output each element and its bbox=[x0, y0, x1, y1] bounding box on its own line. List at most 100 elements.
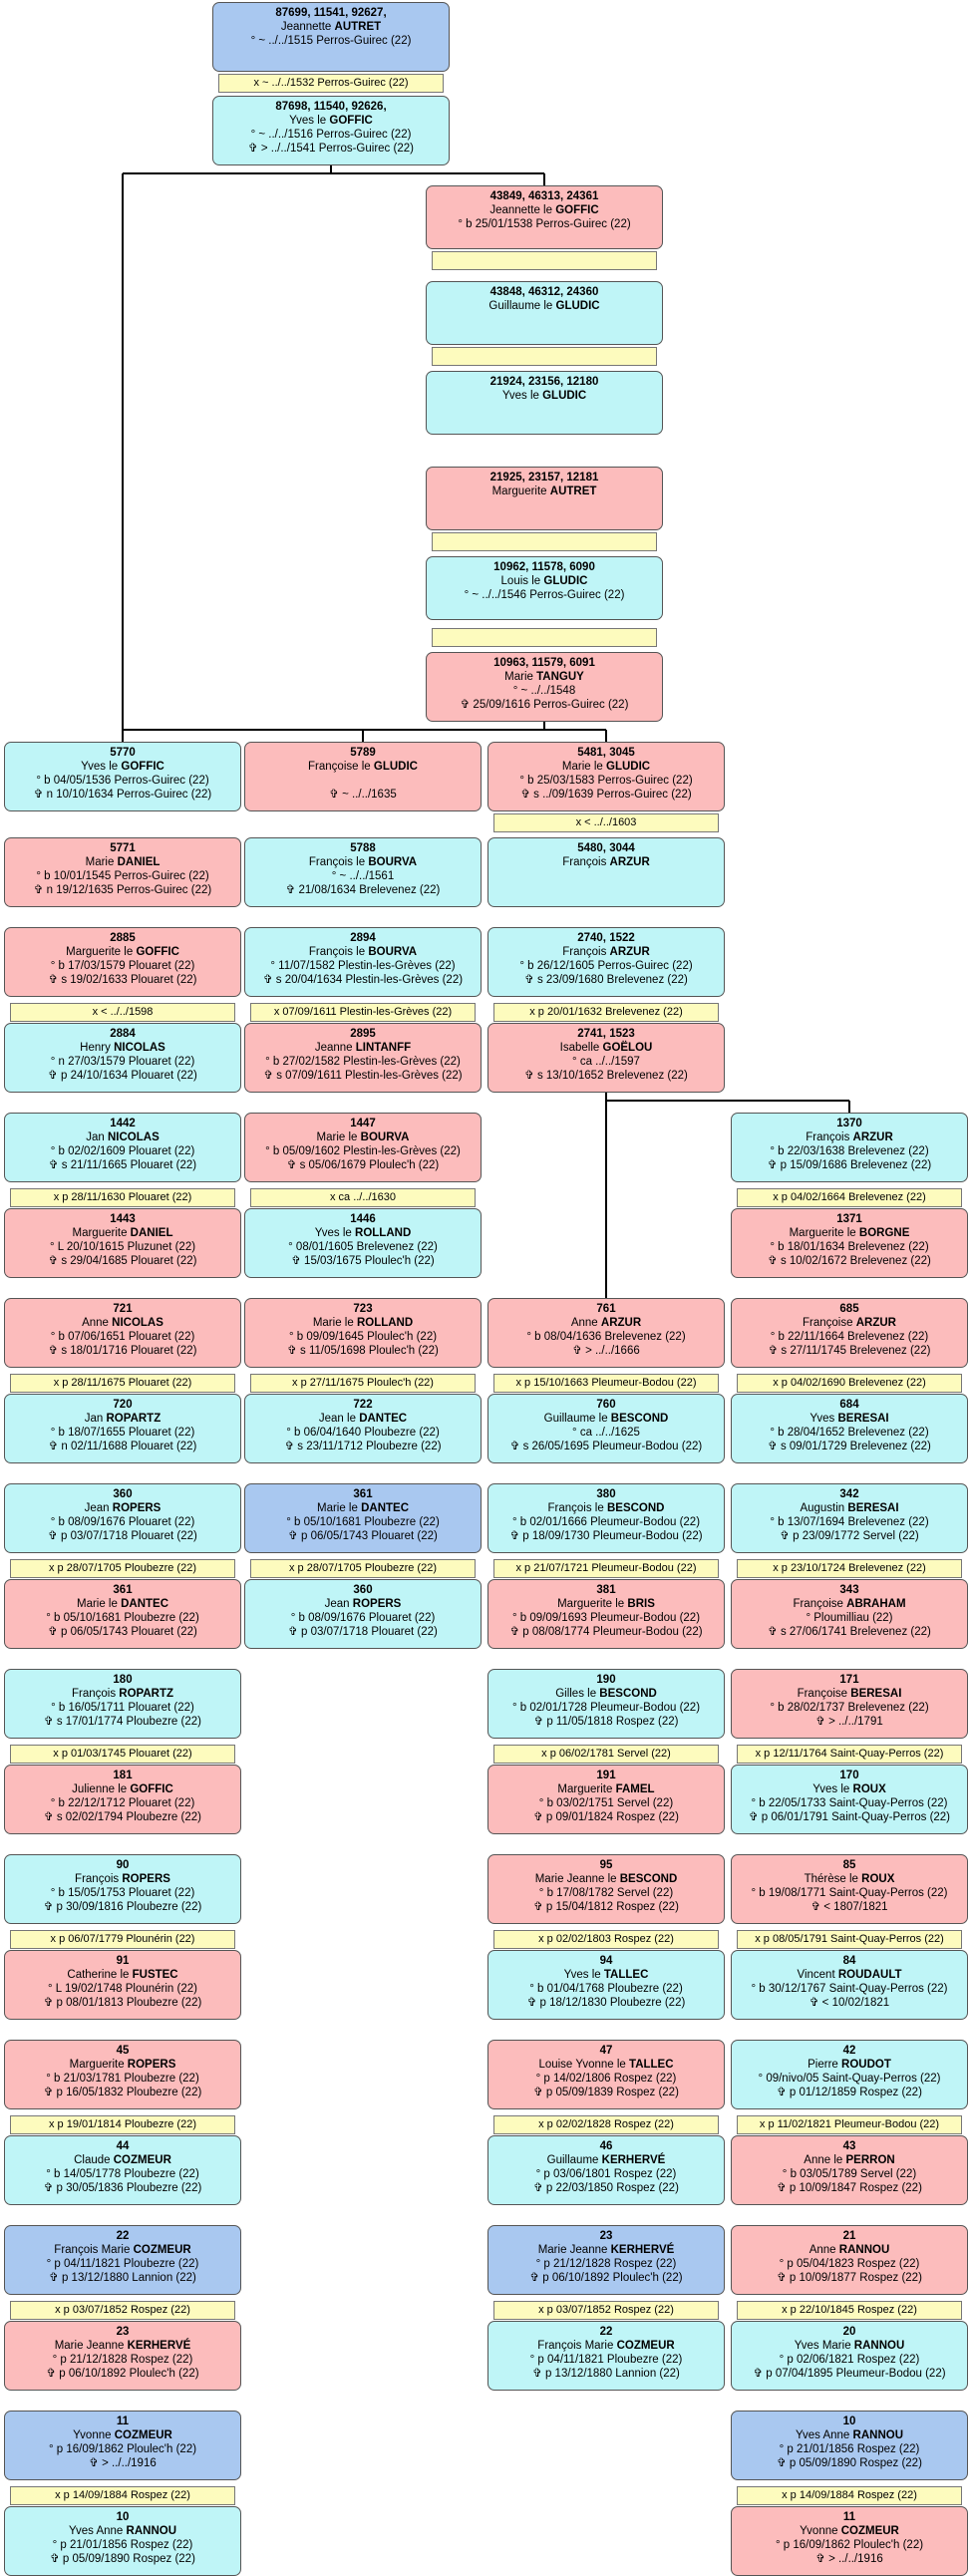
person-ids: 90 bbox=[116, 1859, 130, 1871]
life-event: ° b 01/04/1768 Ploubezre (22) bbox=[529, 1983, 683, 1995]
person-ids: 180 bbox=[113, 1674, 133, 1686]
person-ids: 45 bbox=[116, 2045, 130, 2057]
life-event: ° p 02/06/1821 Rospez (22) bbox=[779, 2354, 920, 2366]
life-event: ✞ p 15/09/1686 Brelevenez (22) bbox=[767, 1159, 932, 1171]
life-event: ✞ p 07/04/1895 Pleumeur-Bodou (22) bbox=[753, 2368, 946, 2380]
life-event: ✞ p 30/09/1816 Ploubezre (22) bbox=[43, 1901, 202, 1913]
person-name: Louise Yvonne le TALLEC bbox=[492, 2058, 720, 2072]
person-box[interactable]: 87698, 11540, 92626,Yves le GOFFIC° ~ ..… bbox=[212, 96, 450, 165]
surname: GOËLOU bbox=[602, 1042, 653, 1054]
person-ids: 95 bbox=[599, 1859, 613, 1871]
given-name: Jean bbox=[84, 1502, 110, 1514]
life-event: ° L 19/02/1748 Plounérin (22) bbox=[48, 1983, 197, 1995]
person-ids: 21 bbox=[842, 2230, 856, 2242]
surname: RANNOU bbox=[853, 2340, 905, 2352]
life-event: ✞ s 07/09/1611 Plestin-les-Grèves (22) bbox=[263, 1070, 463, 1082]
person-ids: 342 bbox=[839, 1488, 859, 1500]
life-event: ° b 09/09/1645 Ploulec'h (22) bbox=[288, 1331, 438, 1343]
person-name: Marie le DANTEC bbox=[9, 1597, 236, 1611]
life-event: ° b 18/07/1655 Plouaret (22) bbox=[50, 1427, 195, 1439]
surname: BRIS bbox=[627, 1598, 655, 1610]
person-name: Marie DANIEL bbox=[9, 855, 236, 869]
surname: GOFFIC bbox=[130, 1783, 173, 1795]
person-box[interactable]: 87699, 11541, 92627,Jeannette AUTRET° ~ … bbox=[212, 2, 450, 72]
person-ids: 10963, 11579, 6091 bbox=[493, 657, 595, 669]
person-ids: 191 bbox=[596, 1770, 616, 1781]
life-event: ✞ p 08/01/1813 Ploubezre (22) bbox=[43, 1997, 202, 2009]
surname: TANGUY bbox=[536, 671, 584, 683]
given-name: Augustin bbox=[800, 1502, 845, 1514]
person-ids: 5789 bbox=[350, 747, 376, 759]
person-ids: 2740, 1522 bbox=[577, 932, 635, 944]
